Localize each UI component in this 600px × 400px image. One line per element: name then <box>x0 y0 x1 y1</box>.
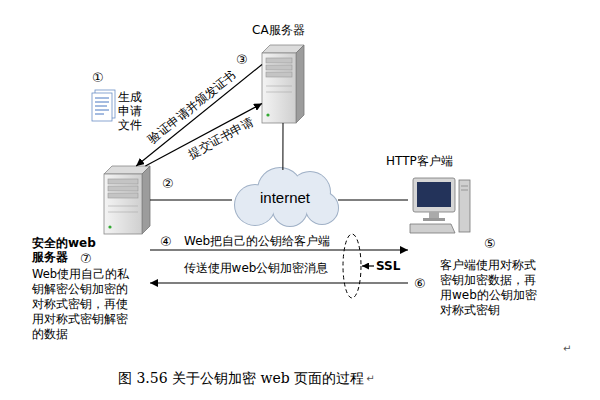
client-computer-icon <box>410 178 470 233</box>
callout-number: ⑤ <box>484 236 496 251</box>
node-label: internet <box>260 189 310 207</box>
callout-number: ① <box>92 70 104 85</box>
request-document-icon <box>92 90 115 121</box>
node-box: CA服务器 <box>262 45 304 123</box>
network-link <box>338 200 408 201</box>
ca-server-icon <box>262 45 304 123</box>
message-arrow <box>150 249 408 250</box>
callout-number: ③ <box>236 52 248 67</box>
arrow-label: 提交证书申请 <box>185 115 257 162</box>
callout-number: ④ <box>160 234 172 249</box>
ssl-marker <box>343 234 374 298</box>
message-arrow <box>136 65 262 167</box>
network-link <box>150 200 232 201</box>
web-server-icon <box>104 166 150 234</box>
callout-number: ② <box>162 176 174 191</box>
figure-caption: 图 3.56 关于公钥加密 web 页面的过程 <box>118 370 364 386</box>
node-box: internet <box>232 170 338 226</box>
node-label: 生成申请文件 <box>118 90 143 132</box>
node-label: HTTP客户端 <box>386 154 453 168</box>
node-box: 生成申请文件 <box>90 86 147 136</box>
network-link <box>282 123 283 170</box>
return-mark: ↵ <box>563 343 571 355</box>
return-mark: ↵ <box>366 373 374 385</box>
arrow-label: Web把自己的公钥给客户端 <box>183 234 331 248</box>
step-note: 客户端使用对称式密钥加密数据，再用web的公钥加密对称式密钥 <box>440 258 544 318</box>
protocol-label: SSL <box>376 259 400 273</box>
message-arrow <box>150 282 408 283</box>
step-note: Web使用自己的私钥解密公钥加密的对称式密钥，再使用对称式密钥解密的数据 <box>32 267 138 342</box>
callout-number: ⑦ <box>80 251 92 266</box>
node-label: CA服务器 <box>252 23 305 37</box>
callout-number: ⑥ <box>414 276 426 291</box>
internet-cloud <box>235 168 338 226</box>
arrow-label: 传送使用web公钥加密消息 <box>183 261 330 275</box>
